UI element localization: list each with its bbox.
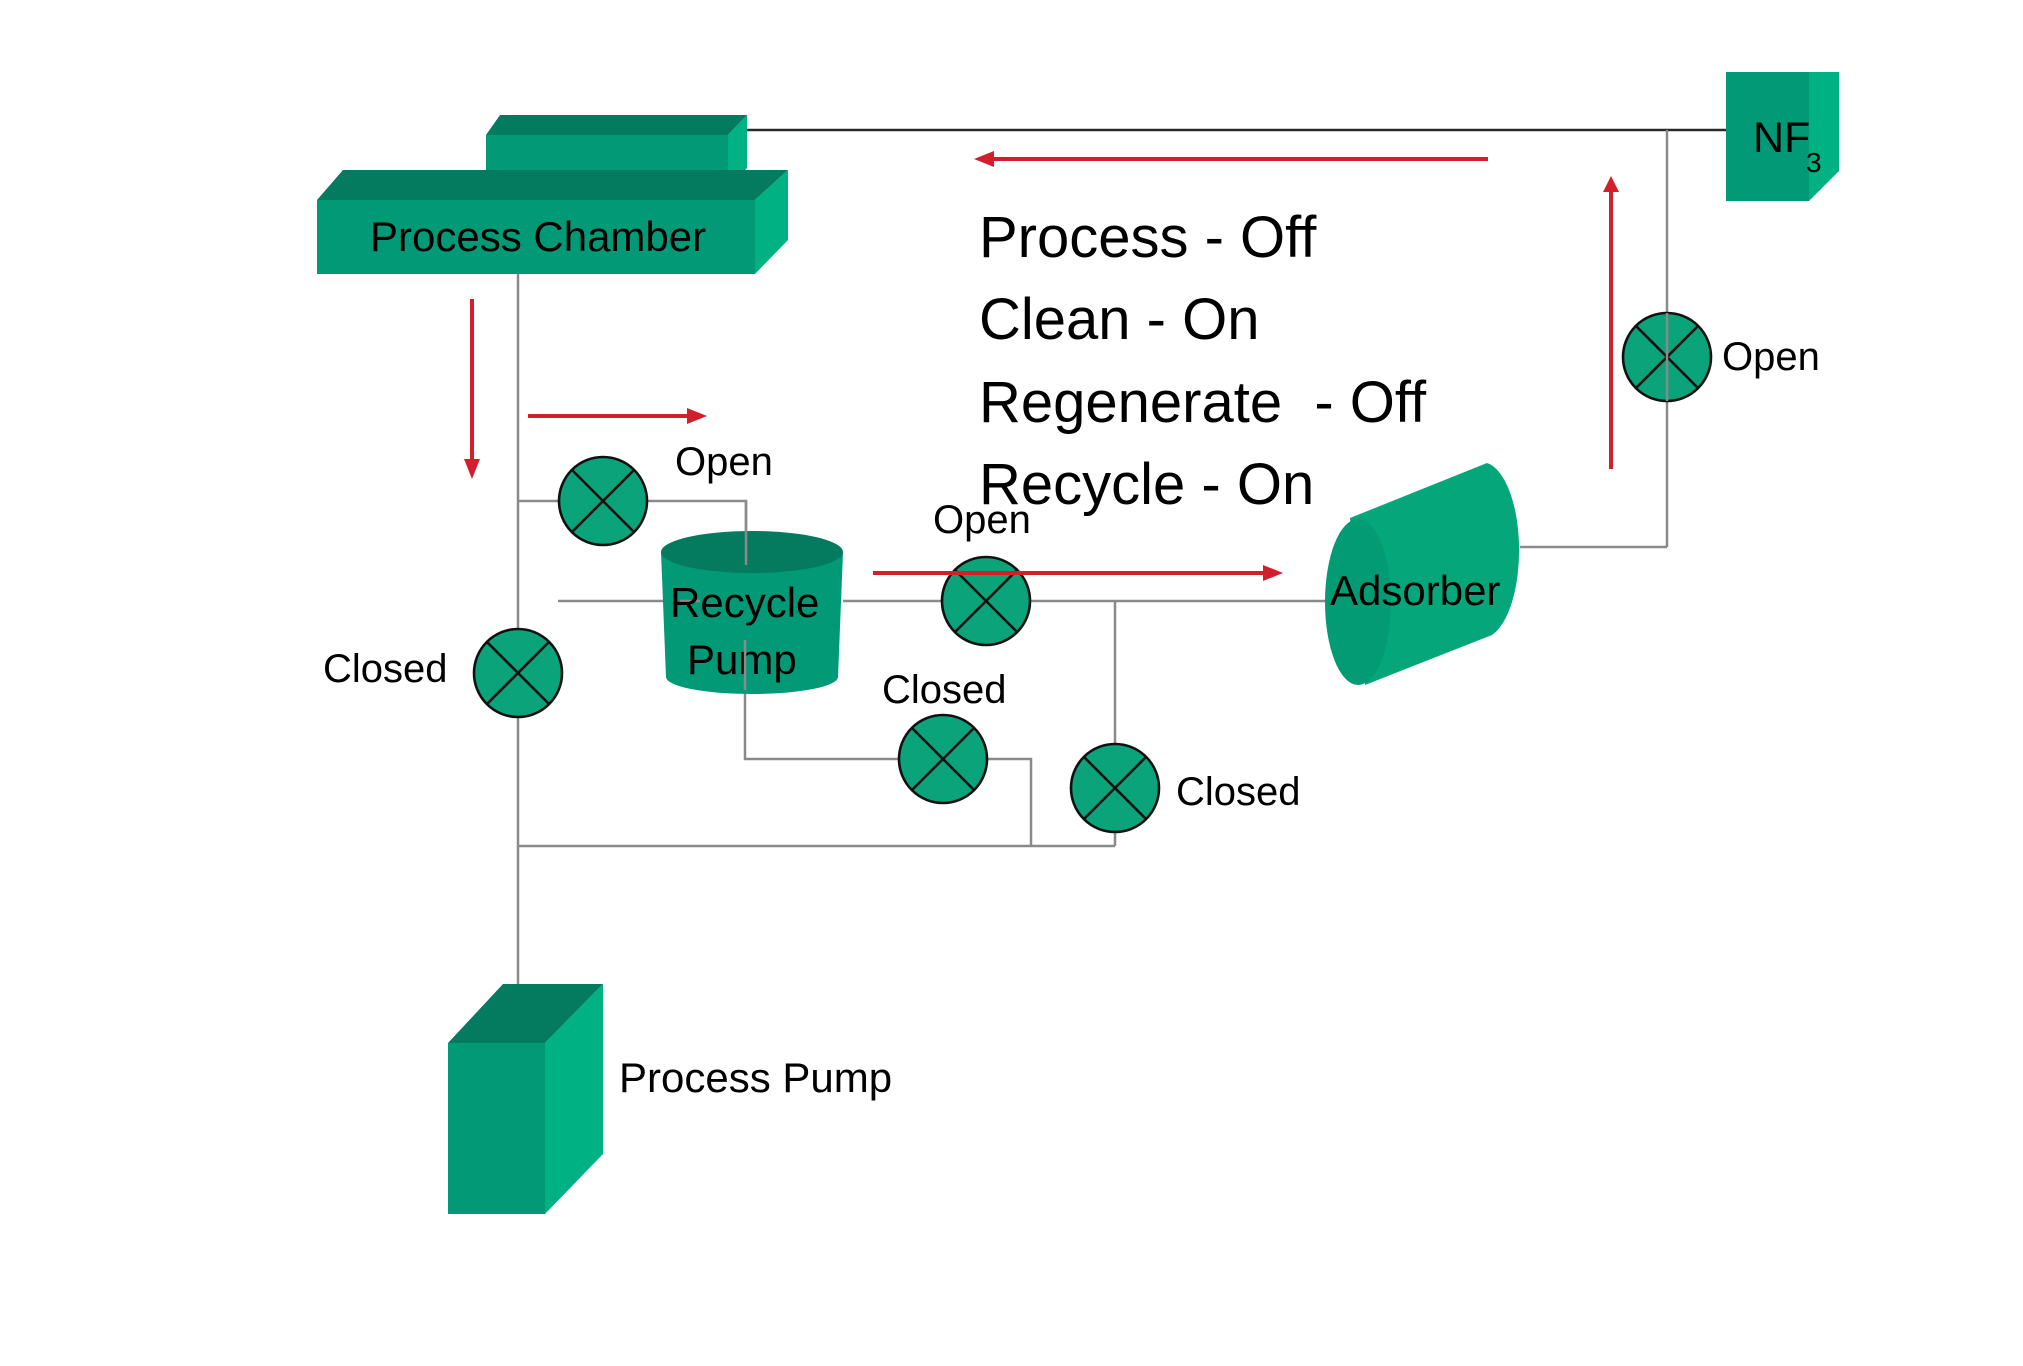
valve-chamber-to-recycle[interactable] — [557, 455, 649, 547]
nf3-source[interactable]: NF 3 — [1726, 72, 1839, 201]
valve-recycle-outlet[interactable] — [940, 555, 1032, 647]
recycle-pump-label-line1: Recycle — [670, 579, 819, 626]
flow-arrow-to-recycle — [528, 408, 707, 424]
recycle-pump-label-line2: Pump — [687, 636, 797, 683]
process-chamber-label: Process Chamber — [370, 213, 706, 260]
mode-status-recycle: Recycle - On — [979, 452, 1314, 517]
nf3-subscript: 3 — [1806, 147, 1822, 178]
process-pump[interactable] — [448, 984, 603, 1214]
valve-chamber-to-process-pump[interactable] — [472, 627, 564, 719]
valve-nf3-return-state: Open — [1722, 335, 1820, 379]
adsorber-label: Adsorber — [1330, 567, 1500, 614]
process-pump-label: Process Pump — [619, 1054, 892, 1101]
recycle-pump[interactable]: Recycle Pump — [661, 501, 843, 694]
mode-status-list: Process - Off Clean - On Regenerate - Of… — [979, 205, 1427, 517]
valve-adsorber-bypass-state: Closed — [1176, 770, 1301, 814]
mode-status-process: Process - Off — [979, 205, 1317, 270]
flow-arrow-chamber-down — [464, 299, 480, 479]
process-chamber[interactable]: Process Chamber — [317, 115, 788, 274]
adsorber[interactable]: Adsorber — [1325, 463, 1520, 685]
flow-arrow-to-adsorber — [873, 565, 1283, 581]
mode-status-clean: Clean - On — [979, 287, 1259, 352]
valve-chamber-to-recycle-state: Open — [675, 440, 773, 484]
valve-nf3-return[interactable] — [1621, 311, 1713, 403]
valve-recycle-bypass[interactable] — [897, 713, 989, 805]
valve-adsorber-bypass[interactable] — [1069, 742, 1161, 834]
mode-status-regenerate: Regenerate - Off — [979, 370, 1427, 435]
nf3-label: NF — [1753, 114, 1810, 162]
valve-recycle-bypass-state: Closed — [882, 668, 1007, 712]
flow-arrow-to-chamber — [974, 151, 1488, 167]
valve-recycle-outlet-state: Open — [933, 498, 1031, 542]
valve-chamber-to-process-pump-state: Closed — [323, 647, 448, 691]
flow-arrow-adsorber-up — [1603, 176, 1619, 469]
pipe-recycle-bypass — [743, 660, 1033, 846]
